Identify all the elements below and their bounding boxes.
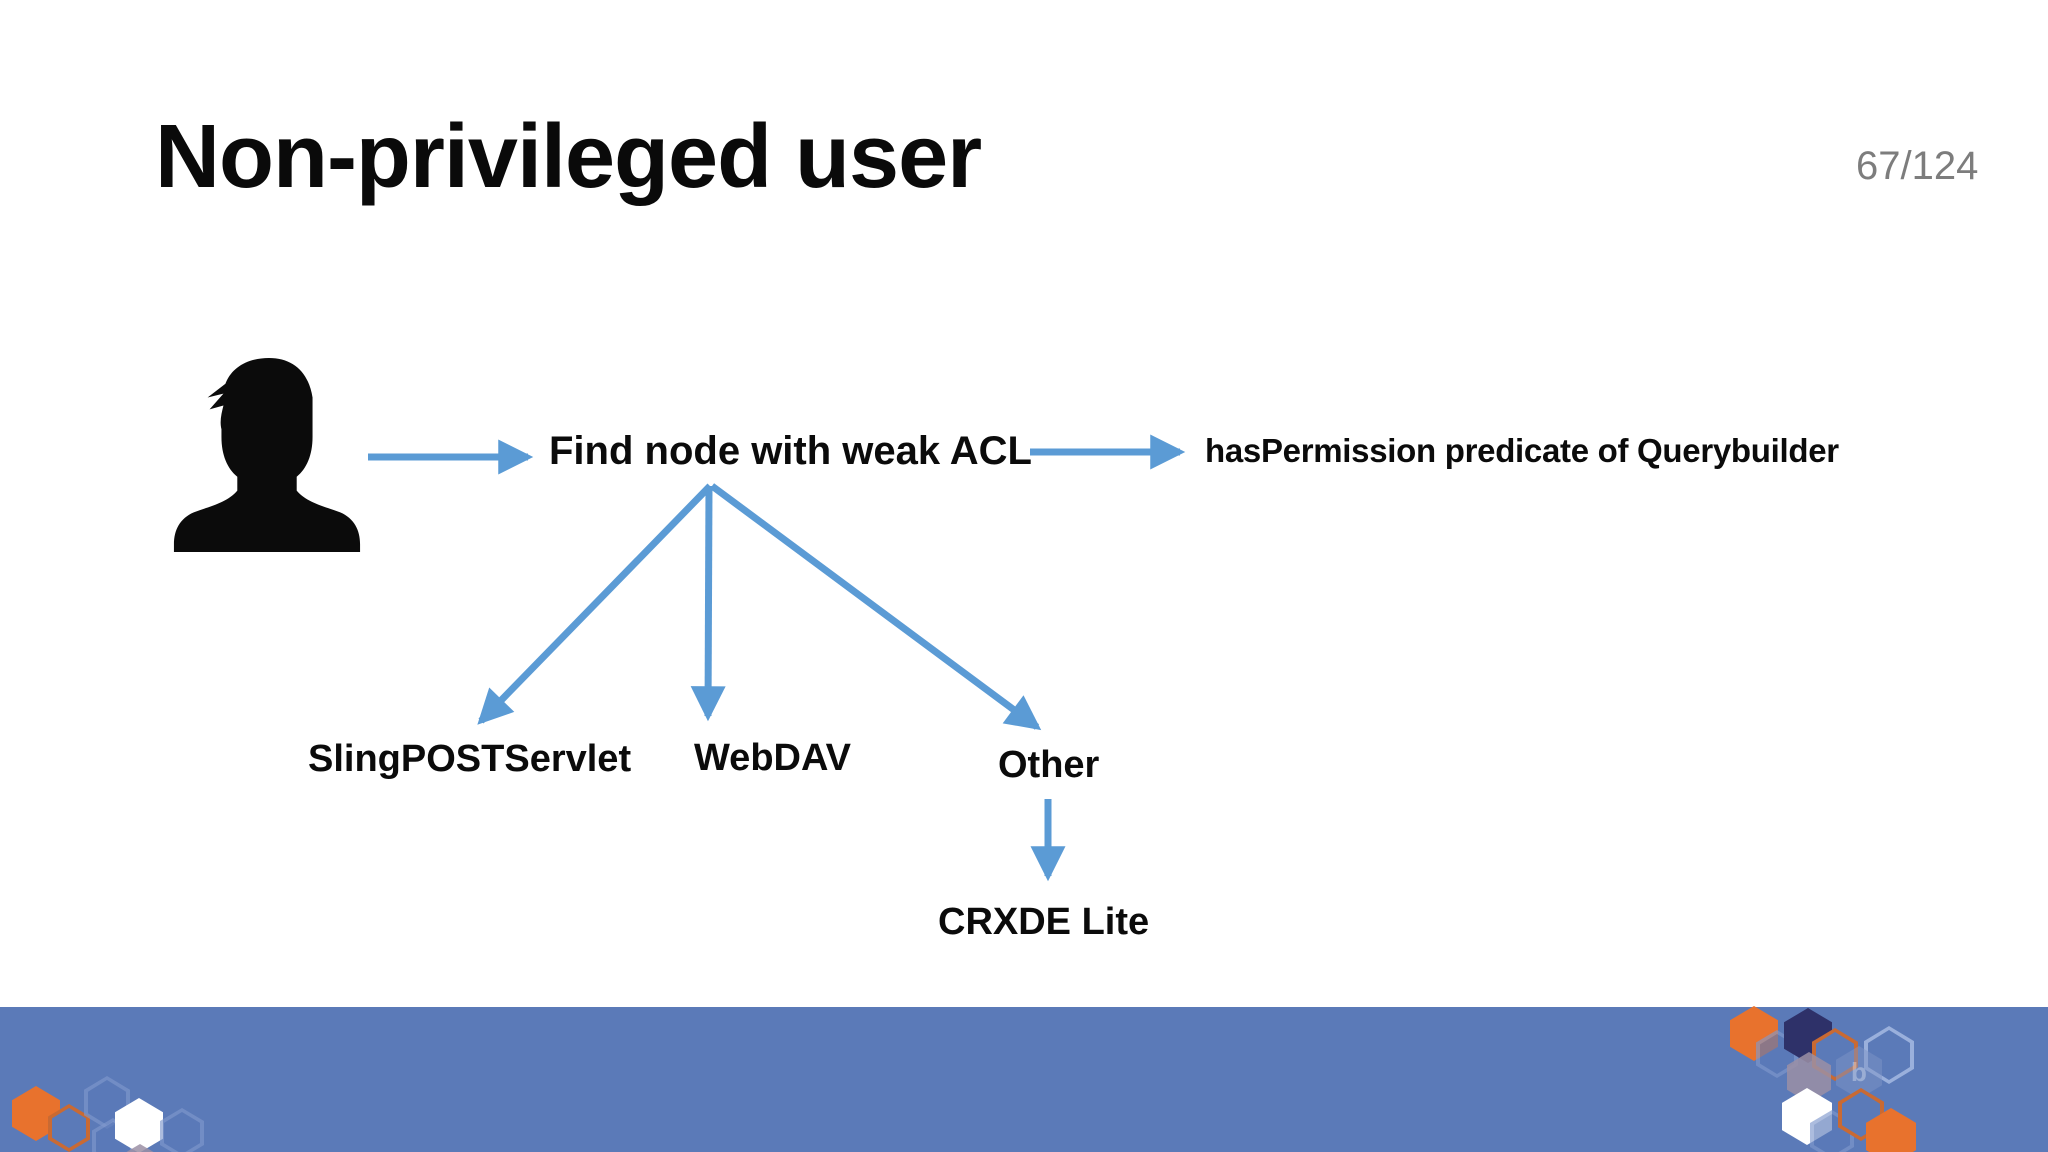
slide-title: Non-privileged user [155,107,982,207]
node-find-weak-acl: Find node with weak ACL [549,429,1032,473]
page-indicator: 67/124 [1856,144,1979,188]
node-haspermission-querybuilder: hasPermission predicate of Querybuilder [1205,432,1839,469]
node-slingpostservlet: SlingPOSTServlet [308,738,632,780]
arrow-find-node-to-slingpostservlet [477,483,713,725]
node-webdav: WebDAV [694,737,851,779]
arrow-find-node-to-other [709,483,1042,731]
node-other: Other [998,744,1100,786]
node-crxde-lite: CRXDE Lite [938,901,1150,943]
hexagon-decoration [160,1108,204,1152]
hexagon-decoration [118,1144,162,1152]
footer-banner: b LEVEL UP охоэ [0,1006,2048,1152]
user-silhouette-icon [173,357,361,552]
arrow-find-node-to-webdav [690,485,726,722]
